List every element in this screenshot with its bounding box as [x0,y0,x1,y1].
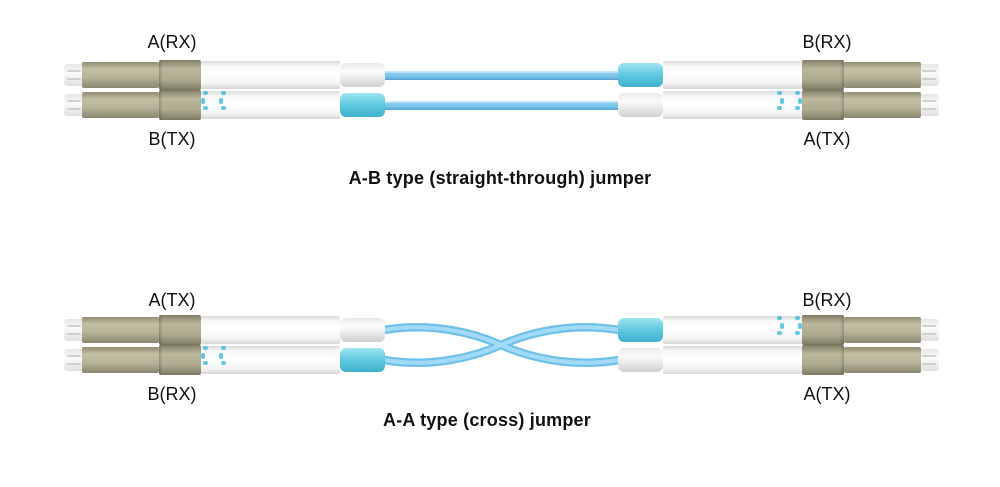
cable-jacket [663,316,802,344]
cable-boot-teal [618,63,663,87]
cable-jacket [201,316,340,344]
fiber-cable-bottom [380,101,623,110]
connector-housing [802,90,844,120]
connector-latch [64,319,84,341]
connector-latch [919,349,939,371]
connector-housing [159,60,201,90]
connector-housing [802,60,844,90]
lc-duplex-connector-left [64,60,385,120]
connector-strand-top [618,60,939,90]
connector-latch [919,94,939,116]
connector-housing [802,315,844,345]
jacket-print-marks [201,91,239,111]
port-label-left-bottom: B(RX) [147,384,197,404]
connector-body [844,62,921,88]
fiber-cable-top [380,71,623,80]
port-label-left-top: A(TX) [148,290,196,310]
port-label-right-bottom: A(TX) [803,384,851,404]
connector-housing [159,345,201,375]
connector-body [82,317,159,343]
connector-body [844,347,921,373]
port-label-right-top: B(RX) [802,290,852,310]
cable-jacket [663,91,802,119]
jacket-print-marks [764,91,802,111]
connector-strand-top [64,315,385,345]
cable-boot-teal [340,93,385,117]
connector-strand-top [618,315,939,345]
connector-latch [919,319,939,341]
cable-jacket [201,91,340,119]
port-label-right-top: B(RX) [802,32,852,52]
connector-body [82,92,159,118]
port-label-left-top: A(RX) [147,32,197,52]
lc-duplex-connector-right [618,60,939,120]
connector-latch [64,349,84,371]
port-label-left-bottom: B(TX) [148,129,196,149]
connector-housing [802,345,844,375]
connector-strand-bottom [64,90,385,120]
connector-latch [64,94,84,116]
cable-boot-white [340,63,385,87]
connector-housing [159,315,201,345]
lc-duplex-connector-left [64,315,385,375]
connector-body [82,347,159,373]
diagram-caption: A-B type (straight-through) jumper [348,168,652,188]
cable-boot-white [618,348,663,372]
connector-latch [919,64,939,86]
connector-body [844,92,921,118]
cable-jacket [663,346,802,374]
connector-body [82,62,159,88]
connector-strand-bottom [618,345,939,375]
diagram-caption: A-A type (cross) jumper [383,410,591,430]
cable-boot-white [340,318,385,342]
connector-strand-top [64,60,385,90]
cable-boot-white [618,93,663,117]
crossed-fiber-cables [380,323,623,367]
connector-body [844,317,921,343]
connector-latch [64,64,84,86]
connector-strand-bottom [64,345,385,375]
lc-duplex-connector-right [618,315,939,375]
jacket-print-marks [764,316,802,336]
cable-jacket [201,61,340,89]
cable-boot-teal [340,348,385,372]
cable-boot-teal [618,318,663,342]
cable-jacket [663,61,802,89]
connector-strand-bottom [618,90,939,120]
connector-housing [159,90,201,120]
port-label-right-bottom: A(TX) [803,129,851,149]
jacket-print-marks [201,346,239,366]
cable-jacket [201,346,340,374]
fiber-path-highlight [382,325,621,365]
